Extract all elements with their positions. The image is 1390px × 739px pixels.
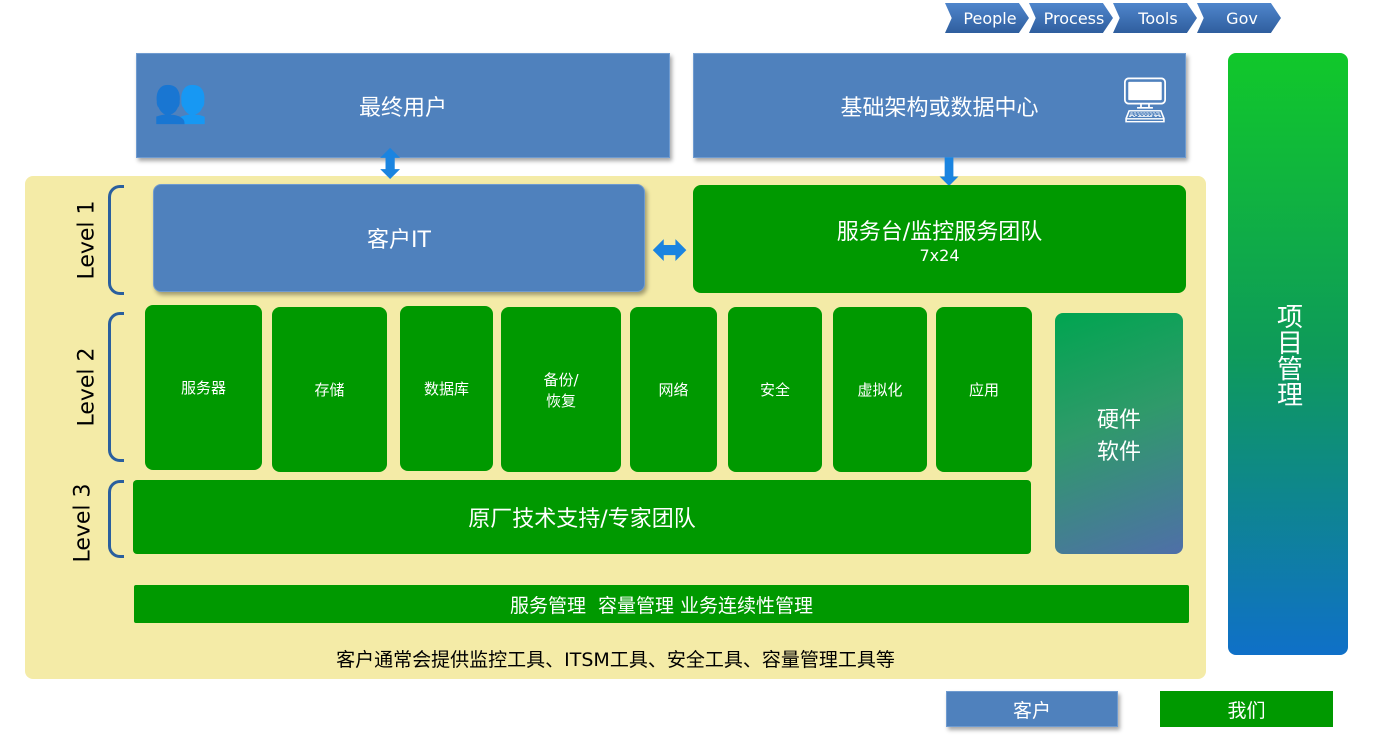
end-user-box: 👥 最终用户 — [136, 53, 670, 158]
level3-brace — [108, 480, 124, 558]
level2-brace — [108, 312, 124, 462]
service-desk-title: 服务台/监控服务团队 — [836, 219, 1043, 245]
level2-box-server: 服务器 — [145, 305, 262, 470]
level2-box-storage: 存储 — [272, 307, 387, 472]
level2-box-virtualization: 虚拟化 — [833, 307, 927, 472]
end-user-label: 最终用户 — [358, 95, 447, 121]
users-icon: 👥 — [153, 75, 208, 126]
level2-box-network: 网络 — [630, 307, 717, 472]
level3-label: Level 3 — [71, 483, 96, 563]
level2-box-database: 数据库 — [400, 306, 493, 471]
service-desk-sub: 7x24 — [919, 245, 960, 265]
infra-label: 基础架构或数据中心 — [840, 95, 1039, 121]
chevron-bar: People Process Tools Gov — [945, 0, 1285, 36]
chevron-gov: Gov — [1197, 3, 1281, 33]
service-desk-box: 服务台/监控服务团队 7x24 — [693, 185, 1186, 293]
legend-us: 我们 — [1160, 691, 1333, 727]
tools-note: 客户通常会提供监控工具、ITSM工具、安全工具、容量管理工具等 — [336, 649, 895, 671]
project-mgmt-label: 项目管理 — [1272, 303, 1303, 407]
legend-customer: 客户 — [946, 691, 1118, 727]
server-icon: 🖥 — [1117, 75, 1173, 126]
level2-box-backup: 备份/ 恢复 — [501, 307, 621, 472]
up-down-arrow-icon: ⬍ — [373, 142, 407, 188]
level2-box-security: 安全 — [728, 307, 822, 472]
project-mgmt-box: 项目管理 — [1228, 53, 1348, 655]
left-right-arrow-icon: ⬌ — [651, 224, 689, 275]
level2-box-application: 应用 — [936, 307, 1032, 472]
level1-label: Level 1 — [75, 200, 100, 280]
chevron-people: People — [945, 3, 1029, 33]
customer-it-box: 客户IT — [153, 184, 645, 292]
level2-label: Level 2 — [75, 347, 100, 427]
management-bar: 服务管理 容量管理 业务连续性管理 — [134, 585, 1189, 623]
chevron-process: Process — [1029, 3, 1113, 33]
level1-brace — [108, 185, 124, 295]
hw-sw-box: 硬件 软件 — [1055, 313, 1183, 554]
vendor-support-box: 原厂技术支持/专家团队 — [133, 480, 1031, 554]
chevron-tools: Tools — [1113, 3, 1197, 33]
infra-box: 基础架构或数据中心 🖥 — [693, 53, 1186, 158]
